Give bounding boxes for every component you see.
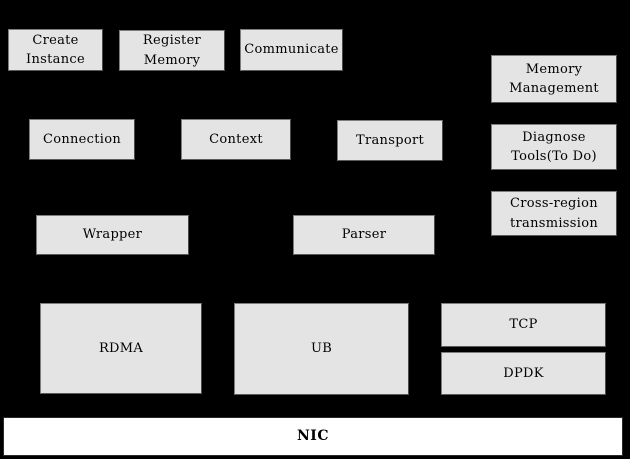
- block-cross-region-transmission: Cross-region transmission: [491, 191, 617, 236]
- block-create-instance: Create Instance: [8, 29, 103, 71]
- block-memory-management: Memory Management: [491, 55, 617, 103]
- block-tcp: TCP: [441, 303, 606, 347]
- block-label: Diagnose Tools(To Do): [511, 129, 597, 165]
- block-label: RDMA: [98, 340, 144, 356]
- block-parser: Parser: [293, 215, 435, 255]
- block-nic: NIC: [3, 417, 623, 456]
- block-dpdk: DPDK: [441, 352, 606, 395]
- block-label: Register Memory: [142, 33, 202, 68]
- block-rdma: RDMA: [40, 303, 202, 394]
- block-wrapper: Wrapper: [36, 215, 189, 255]
- block-register-memory: Register Memory: [119, 30, 225, 71]
- block-label: Context: [209, 131, 263, 147]
- block-label: Wrapper: [82, 227, 143, 243]
- block-label: NIC: [297, 428, 329, 444]
- block-communicate: Communicate: [240, 29, 343, 71]
- block-connection: Connection: [29, 119, 135, 160]
- block-label: UB: [310, 341, 333, 357]
- block-diagnose-tools: Diagnose Tools(To Do): [491, 124, 617, 170]
- block-label: Create Instance: [26, 32, 85, 68]
- block-transport: Transport: [337, 120, 443, 161]
- block-label: Connection: [42, 131, 122, 147]
- block-ub: UB: [234, 303, 409, 395]
- block-label: Parser: [341, 227, 387, 243]
- block-label: Transport: [356, 132, 424, 148]
- block-label: DPDK: [503, 365, 544, 381]
- block-label: Communicate: [244, 42, 339, 58]
- block-label: Memory Management: [509, 61, 599, 97]
- block-label: Cross-region transmission: [509, 196, 599, 231]
- block-label: TCP: [509, 317, 538, 333]
- block-context: Context: [181, 119, 291, 160]
